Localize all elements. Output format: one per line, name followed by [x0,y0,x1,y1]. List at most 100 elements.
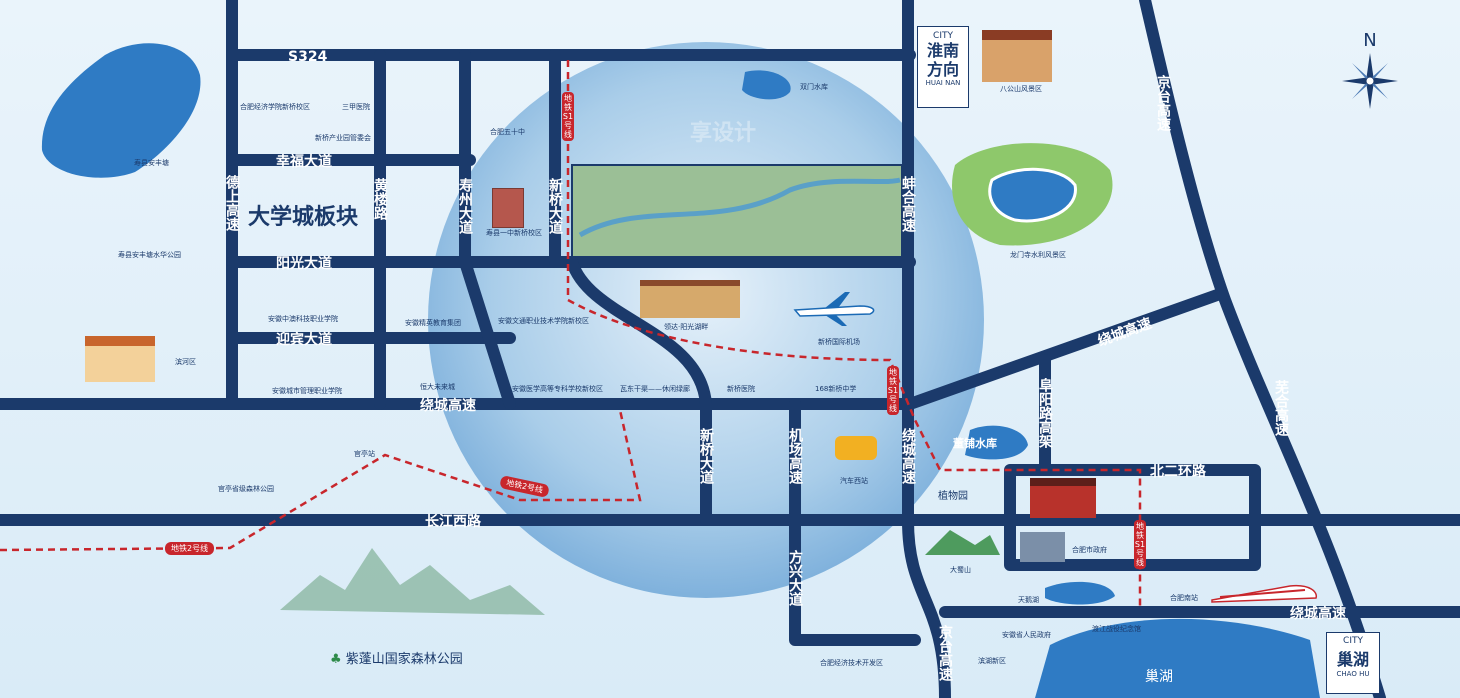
poi-hefei-50: 合肥五十中 [490,128,525,136]
poi-guanting: 官亭站 [354,450,375,458]
poi-ah-medical: 安徽中澳科技职业学院 [268,315,338,323]
poi-botanical: 植物园 [938,491,968,502]
label-raocheng-southeast: 绕城高速 [1290,605,1346,622]
dongpu-reservoir [965,425,1028,460]
poi-lingda: 领达·阳光湖畔 [664,323,709,331]
district-title: 大学城板块 [248,204,359,230]
airplane-icon [793,292,875,326]
poi-wadong: 瓦东干渠——休闲绿廊 [620,385,690,393]
road-jichang-fangxing [789,398,921,646]
poi-shuangmen: 双门水库 [800,83,828,91]
poi-econ-dev: 合肥经济技术开发区 [820,659,883,667]
direction-huainan: CITY 淮南方向 HUAI NAN [917,26,969,108]
label-huanglou: 黄楼路 [372,178,388,220]
label-xingfu: 幸福大道 [276,153,332,170]
poi-bus-west: 汽车西站 [840,477,868,485]
label-changjiang: 长江西路 [425,513,482,530]
poi-hefei-south: 合肥南站 [1170,594,1198,602]
poi-ah-gov: 安徽省人民政府 [1002,631,1051,639]
poi-binhu-new: 滨湖新区 [978,657,1006,665]
poi-hefei-econ: 合肥经济学院新桥校区 [240,103,310,111]
direction-huainan-name: 淮南方向 [926,41,959,79]
label-xinqiao-south: 新桥大道 [698,428,714,484]
poi-guanting-forest: 官亭省级森林公园 [218,485,274,493]
metro-tag-line2-b: 地铁2号线 [165,542,215,555]
building-icon [492,188,524,228]
road-jingtai-wuhe [1139,0,1386,698]
compass: N [1340,30,1400,130]
tree-icon: ♣ [330,652,346,667]
gov-building-icon [1020,532,1065,562]
poi-bagongshan: 八公山风景区 [1000,85,1042,93]
metro-tag-s1-north: 地铁S1号线 [562,92,574,141]
label-s324: S324 [288,49,328,65]
poi-xinqiao-168: 168新桥中学 [815,385,857,393]
compass-north: N [1363,30,1377,51]
poi-tianehu: 天鹅湖 [1018,596,1039,604]
label-bengbu: 蚌合高速 [900,176,916,232]
poi-dongpu: 董铺水库 [953,437,997,450]
gate-building-icon [1030,478,1096,518]
house-icon [85,336,155,382]
poi-ziping: ♣ 紫蓬山国家森林公园 [330,648,463,667]
poi-shouxian-park: 寿县安丰塘水华公园 [118,251,181,259]
bus-icon [835,436,877,460]
direction-chaohu-name: 巢湖 [1336,650,1369,669]
poi-gov-hefei: 合肥市政府 [1072,546,1107,554]
direction-huainan-city: CITY [933,31,953,41]
poi-hengda: 恒大未来城 [420,383,455,391]
label-jingtai-south: 京台高速 [937,625,953,681]
label-fangxing: 方兴大道 [787,550,803,606]
poi-xinqiao-airport: 新桥国际机场 [818,338,860,346]
watermark: 享设计 [690,120,756,146]
poi-chaohu-lake: 巢湖 [1145,669,1173,685]
label-yingbin: 迎宾大道 [276,331,332,348]
poi-shouxian-anfeng: 寿县安丰塘 [134,159,169,167]
road-shouzhou [459,49,516,410]
poi-ziping-label: 紫蓬山国家森林公园 [345,652,463,667]
label-raocheng-northeast: 绕城高速 [1096,315,1154,350]
ziping-mountains [280,548,545,615]
label-raocheng-vertical: 绕城高速 [900,428,916,484]
label-jichang: 机场高速 [787,428,803,484]
poi-xinqiao-hospital: 新桥医院 [727,385,755,393]
label-fuyang: 阜阳路高架 [1037,378,1053,448]
label-deshang: 德上高速 [224,175,240,231]
road-beier-loop [1004,464,1261,571]
school-building-icon [640,280,740,318]
compass-rose-icon [1342,53,1398,109]
aerial-river [578,177,901,238]
label-shouzhou: 寿州大道 [457,178,473,234]
train-icon [1211,584,1318,603]
label-wuhe: 芜合高速 [1273,380,1289,436]
poi-dashu: 大蜀山 [950,566,971,574]
metro-lines [0,60,1142,610]
metro-s1-line [566,60,1142,610]
poi-shouxian-no1: 寿县一中新桥校区 [486,229,542,237]
road-bengbu-jingtai [902,0,951,698]
poi-ah-health: 安徽医学高等专科学校新校区 [512,385,603,393]
longmen-lake [988,167,1077,223]
dashu-mountain [925,530,1000,555]
poi-sanjia: 三甲医院 [342,103,370,111]
metro-line2 [0,409,642,552]
label-yangguang: 阳光大道 [276,255,332,272]
poi-binhu: 滨河区 [175,358,196,366]
chaohu-lake [1035,618,1320,698]
poi-longmen: 龙门寺水利风景区 [1010,251,1066,259]
tiane-lake [1045,581,1115,605]
direction-chaohu-city: CITY [1343,636,1363,646]
direction-chaohu-en: CHAO HU [1336,670,1370,678]
poi-ah-urban: 安徽城市管理职业学院 [272,387,342,395]
pavilion-icon [982,30,1052,82]
lake-northwest [41,43,201,178]
poi-xinqiao-industry: 新桥产业园管委会 [315,134,371,142]
label-xinqiao-north: 新桥大道 [547,178,563,234]
label-beier: 北二环路 [1150,463,1207,480]
label-raocheng-west: 绕城高速 [420,397,476,414]
label-jingtai-northeast: 京台高速 [1155,75,1171,131]
metro-tag-s1-mid: 地铁S1号线 [887,366,899,415]
direction-huainan-en: HUAI NAN [925,79,961,87]
